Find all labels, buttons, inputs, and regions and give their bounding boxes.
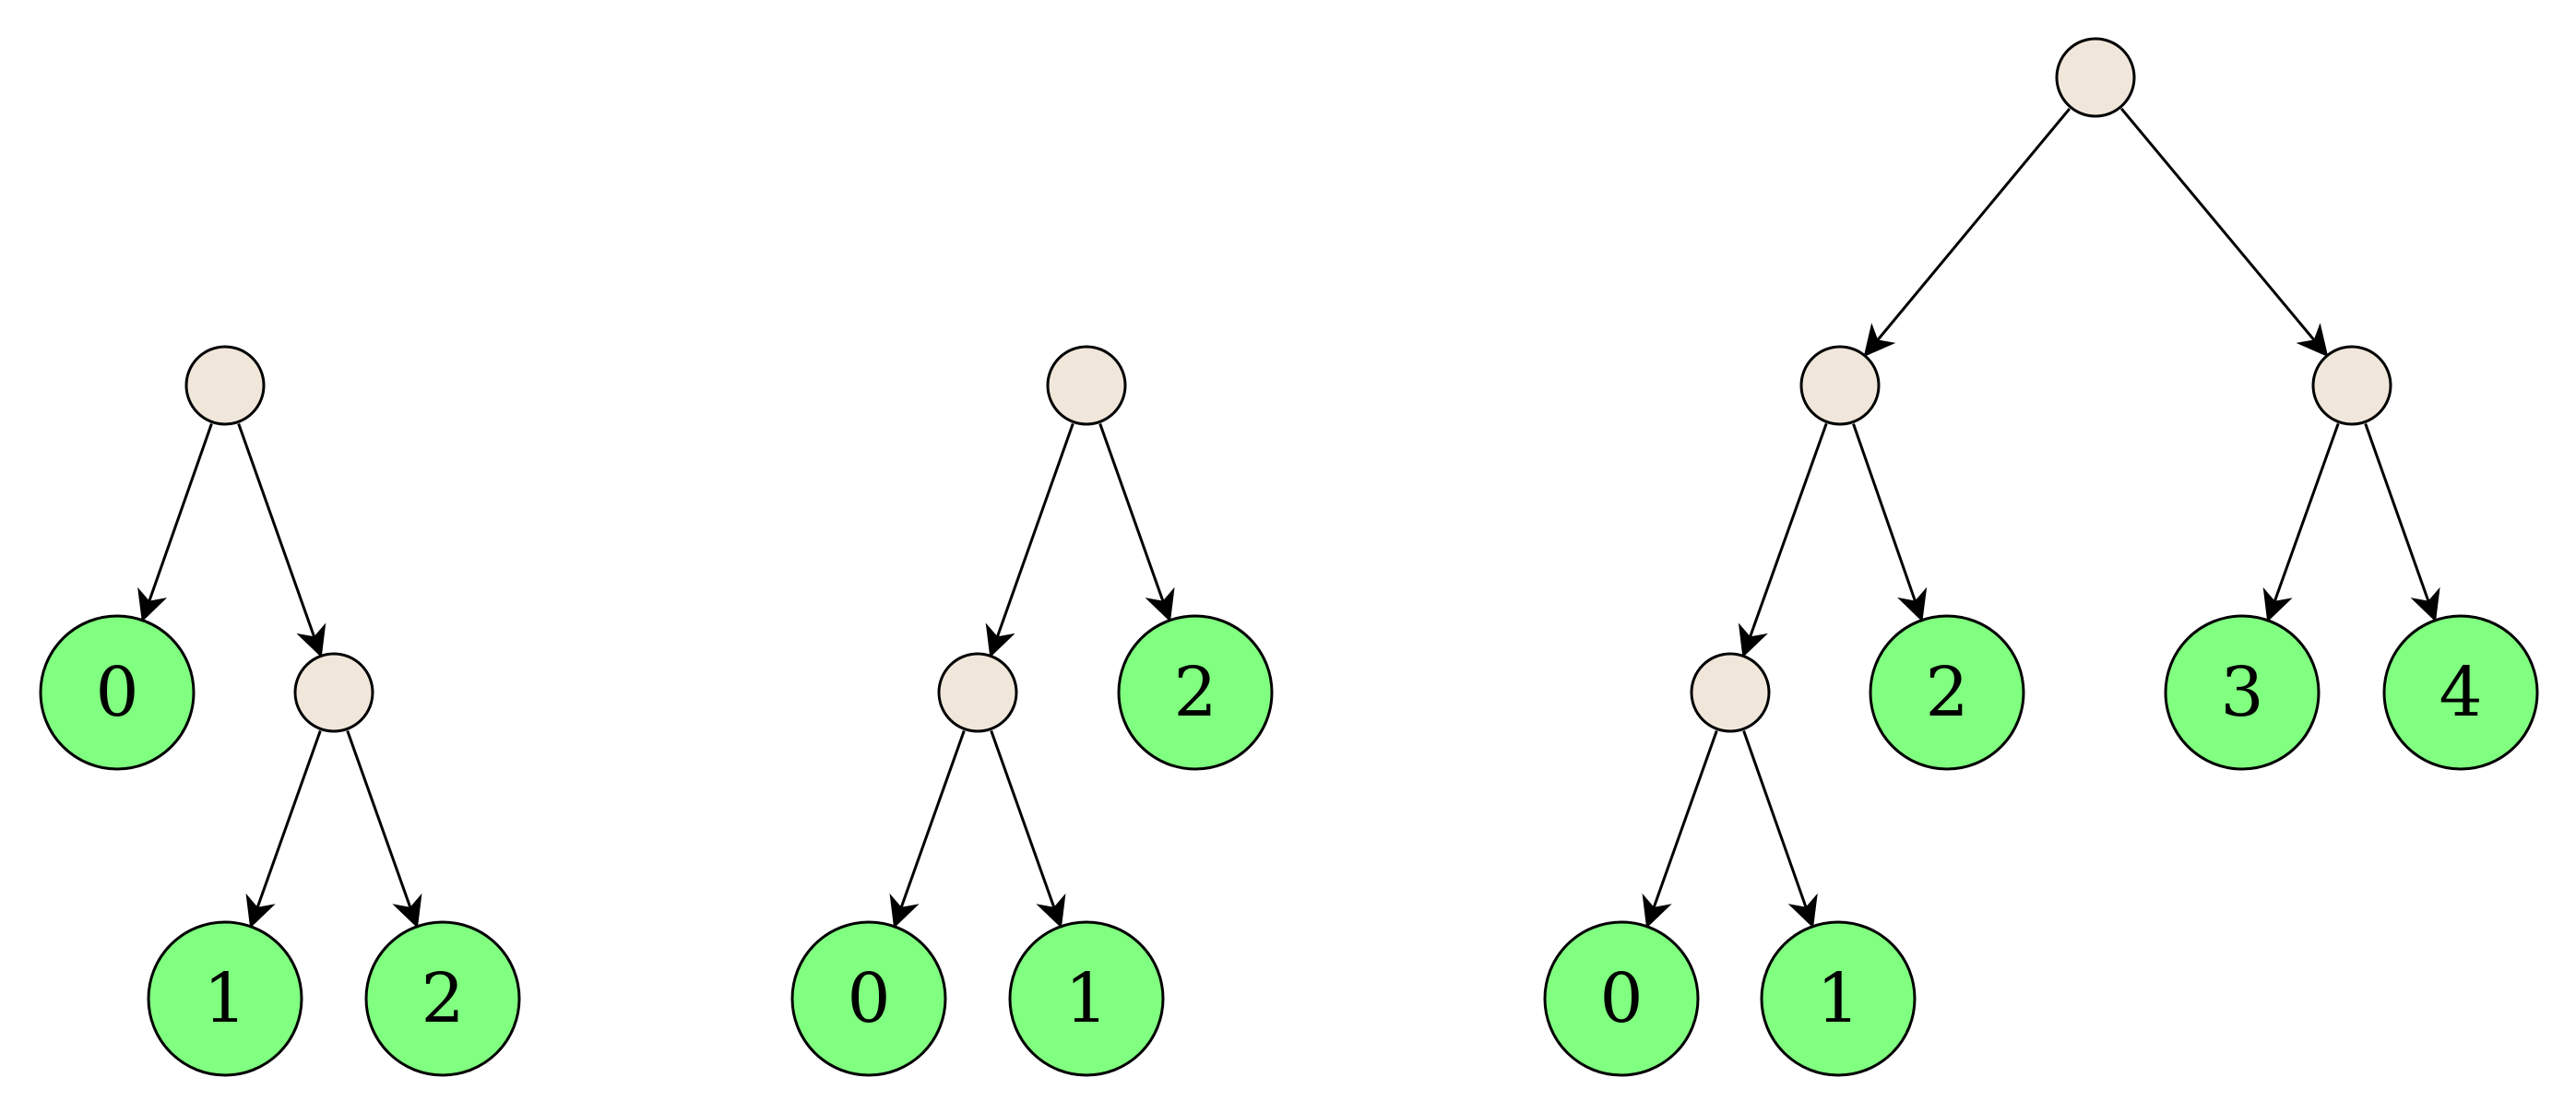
leaf-node-circle [364,920,521,1077]
edge-arrow [137,423,213,622]
internal-node-circle [937,652,1018,733]
edges-layer [137,107,2440,929]
leaf-node-circle [2164,614,2321,771]
leaf-node-label: 1 [1064,959,1108,1038]
leaf-node-label: 3 [2220,653,2263,732]
leaf-node-label: 2 [1925,653,1968,732]
leaf-node-circle [1008,920,1165,1077]
internal-node-circle [1799,345,1881,426]
edge-arrow [1738,422,1828,658]
leaf-node: 2 [1869,614,2025,771]
internal-node-circle [2311,345,2392,426]
edge-arrow [245,729,322,929]
edge-arrow [237,422,326,658]
internal-node [184,345,266,426]
leaf-node-label: 1 [203,959,246,1038]
leaf-node-label: 0 [847,959,890,1038]
leaf-node: 0 [39,614,196,771]
internal-node [2311,345,2392,426]
internal-node-circle [1046,345,1127,426]
leaf-node-label: 2 [421,959,464,1038]
internal-node [293,652,374,733]
internal-node-circle [1690,652,1771,733]
edge-arrow [1642,729,1718,929]
internal-node-circle [184,345,266,426]
leaf-node-label: 4 [2439,653,2482,732]
leaf-node: 0 [790,920,947,1077]
edge-arrow [990,729,1066,929]
edge-arrow [1852,423,1928,622]
leaf-node-label: 0 [95,653,138,732]
internal-node-circle [2055,37,2136,118]
leaf-node-circle [1760,920,1917,1077]
leaf-node-circle [1117,614,1274,771]
internal-node [1799,345,1881,426]
leaf-node-circle [790,920,947,1077]
leaf-node-label: 1 [1816,959,1859,1038]
leaf-node: 3 [2164,614,2321,771]
leaf-node-label: 0 [1599,959,1643,1038]
leaf-node: 2 [1117,614,1274,771]
leaf-node: 0 [1543,920,1700,1077]
leaf-node: 1 [147,920,303,1077]
edge-arrow [2364,422,2440,622]
leaf-node: 1 [1760,920,1917,1077]
edge-arrow [1742,730,1818,929]
leaf-node-circle [39,614,196,771]
leaf-node-circle [1869,614,2025,771]
edge-arrow [346,729,422,929]
edge-arrow [985,422,1074,658]
internal-node [937,652,1018,733]
leaf-node-circle [1543,920,1700,1077]
edge-arrow [2262,422,2340,622]
leaf-node: 4 [2382,614,2539,771]
edge-arrow [1098,422,1175,622]
edge-arrow [2119,107,2329,358]
internal-node [2055,37,2136,118]
internal-node-circle [293,652,374,733]
leaf-node: 2 [364,920,521,1077]
nodes-layer: 0 1 2 0 1 2 0 1 2 3 4 [39,37,2539,1077]
leaf-node: 1 [1008,920,1165,1077]
internal-node [1046,345,1127,426]
edge-arrow [1863,107,2071,358]
internal-node [1690,652,1771,733]
edge-arrow [889,729,966,929]
leaf-node-circle [147,920,303,1077]
leaf-node-circle [2382,614,2539,771]
leaf-node-label: 2 [1173,653,1217,732]
